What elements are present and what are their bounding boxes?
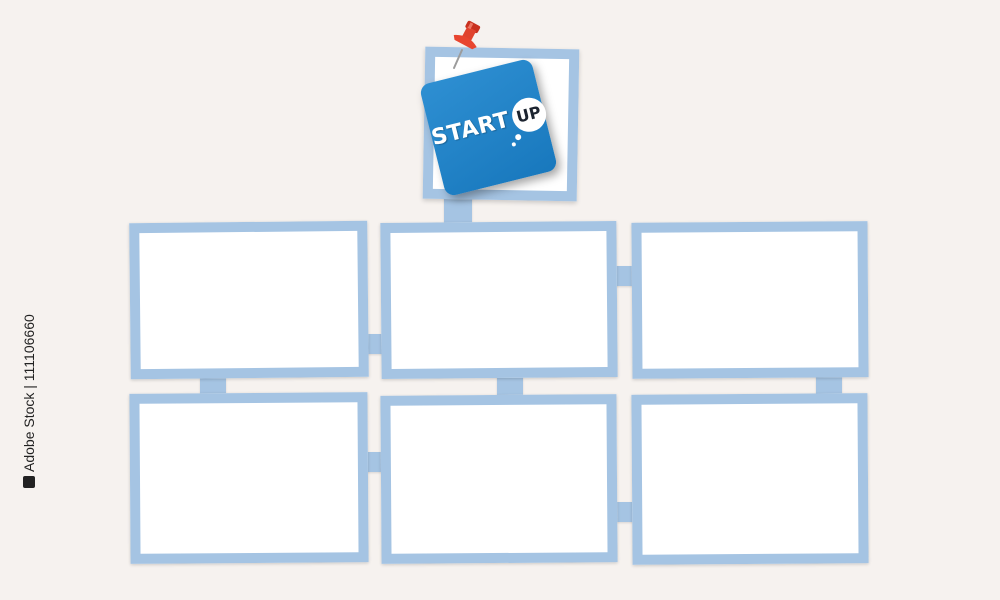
push-pin-icon: [453, 20, 481, 69]
photo-frame-5: [380, 394, 618, 564]
photo-frame-6: [631, 393, 869, 565]
sticker-word-start: START: [429, 107, 513, 152]
photo-frame-1: [129, 220, 369, 380]
photo-frame-2: [380, 220, 618, 380]
watermark-id: 111106660: [21, 314, 37, 382]
adobe-stock-logo-icon: [23, 476, 35, 488]
photo-frame-3: [631, 221, 869, 379]
stock-id-watermark: Adobe Stock | 111106660: [21, 314, 37, 488]
watermark-brand: Adobe Stock: [21, 392, 37, 472]
photo-frame-4: [129, 392, 369, 564]
connector-top-stem: [444, 196, 472, 226]
sticker-word-up: UP: [514, 102, 543, 127]
